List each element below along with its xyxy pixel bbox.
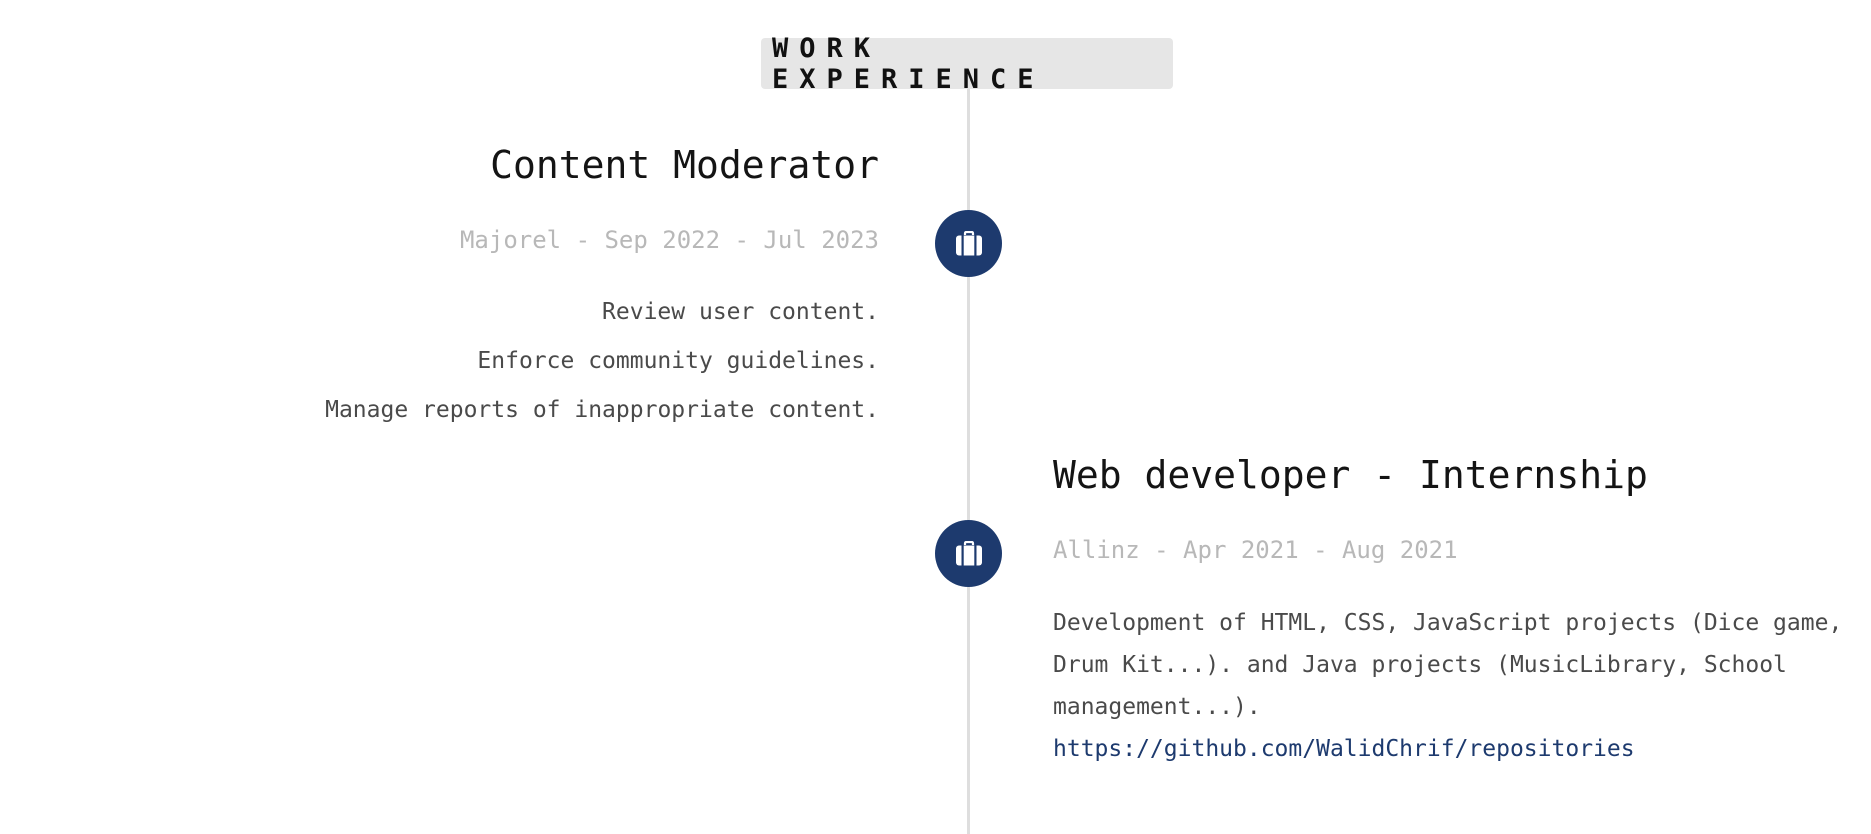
- section-heading: WORK EXPERIENCE: [761, 33, 1173, 95]
- briefcase-icon: [955, 540, 983, 567]
- job-description: Development of HTML, CSS, JavaScript pro…: [1053, 610, 1843, 720]
- job-entry-content-moderator: Content Moderator: [490, 143, 879, 189]
- job-duties: Review user content. Enforce community g…: [325, 288, 879, 435]
- duty-item: Enforce community guidelines.: [477, 348, 879, 374]
- timeline-node: [935, 520, 1002, 587]
- job-meta: Allinz - Apr 2021 - Aug 2021: [1053, 536, 1458, 564]
- job-meta: Majorel - Sep 2022 - Jul 2023: [459, 226, 879, 254]
- job-entry-web-developer: Web developer - Internship: [1053, 453, 1833, 499]
- github-link[interactable]: https://github.com/WalidChrif/repositori…: [1053, 736, 1635, 762]
- job-meta-wrap: Majorel - Sep 2022 - Jul 2023: [460, 226, 879, 254]
- timeline-line: [967, 89, 970, 834]
- duty-item: Review user content.: [602, 299, 879, 325]
- timeline-node: [935, 210, 1002, 277]
- job-meta-wrap: Allinz - Apr 2021 - Aug 2021: [1053, 536, 1833, 564]
- job-title: Content Moderator: [490, 143, 879, 187]
- job-title: Web developer - Internship: [1053, 453, 1648, 497]
- job-description-wrap: Development of HTML, CSS, JavaScript pro…: [1053, 602, 1842, 770]
- briefcase-icon: [955, 230, 983, 257]
- duty-item: Manage reports of inappropriate content.: [325, 397, 879, 423]
